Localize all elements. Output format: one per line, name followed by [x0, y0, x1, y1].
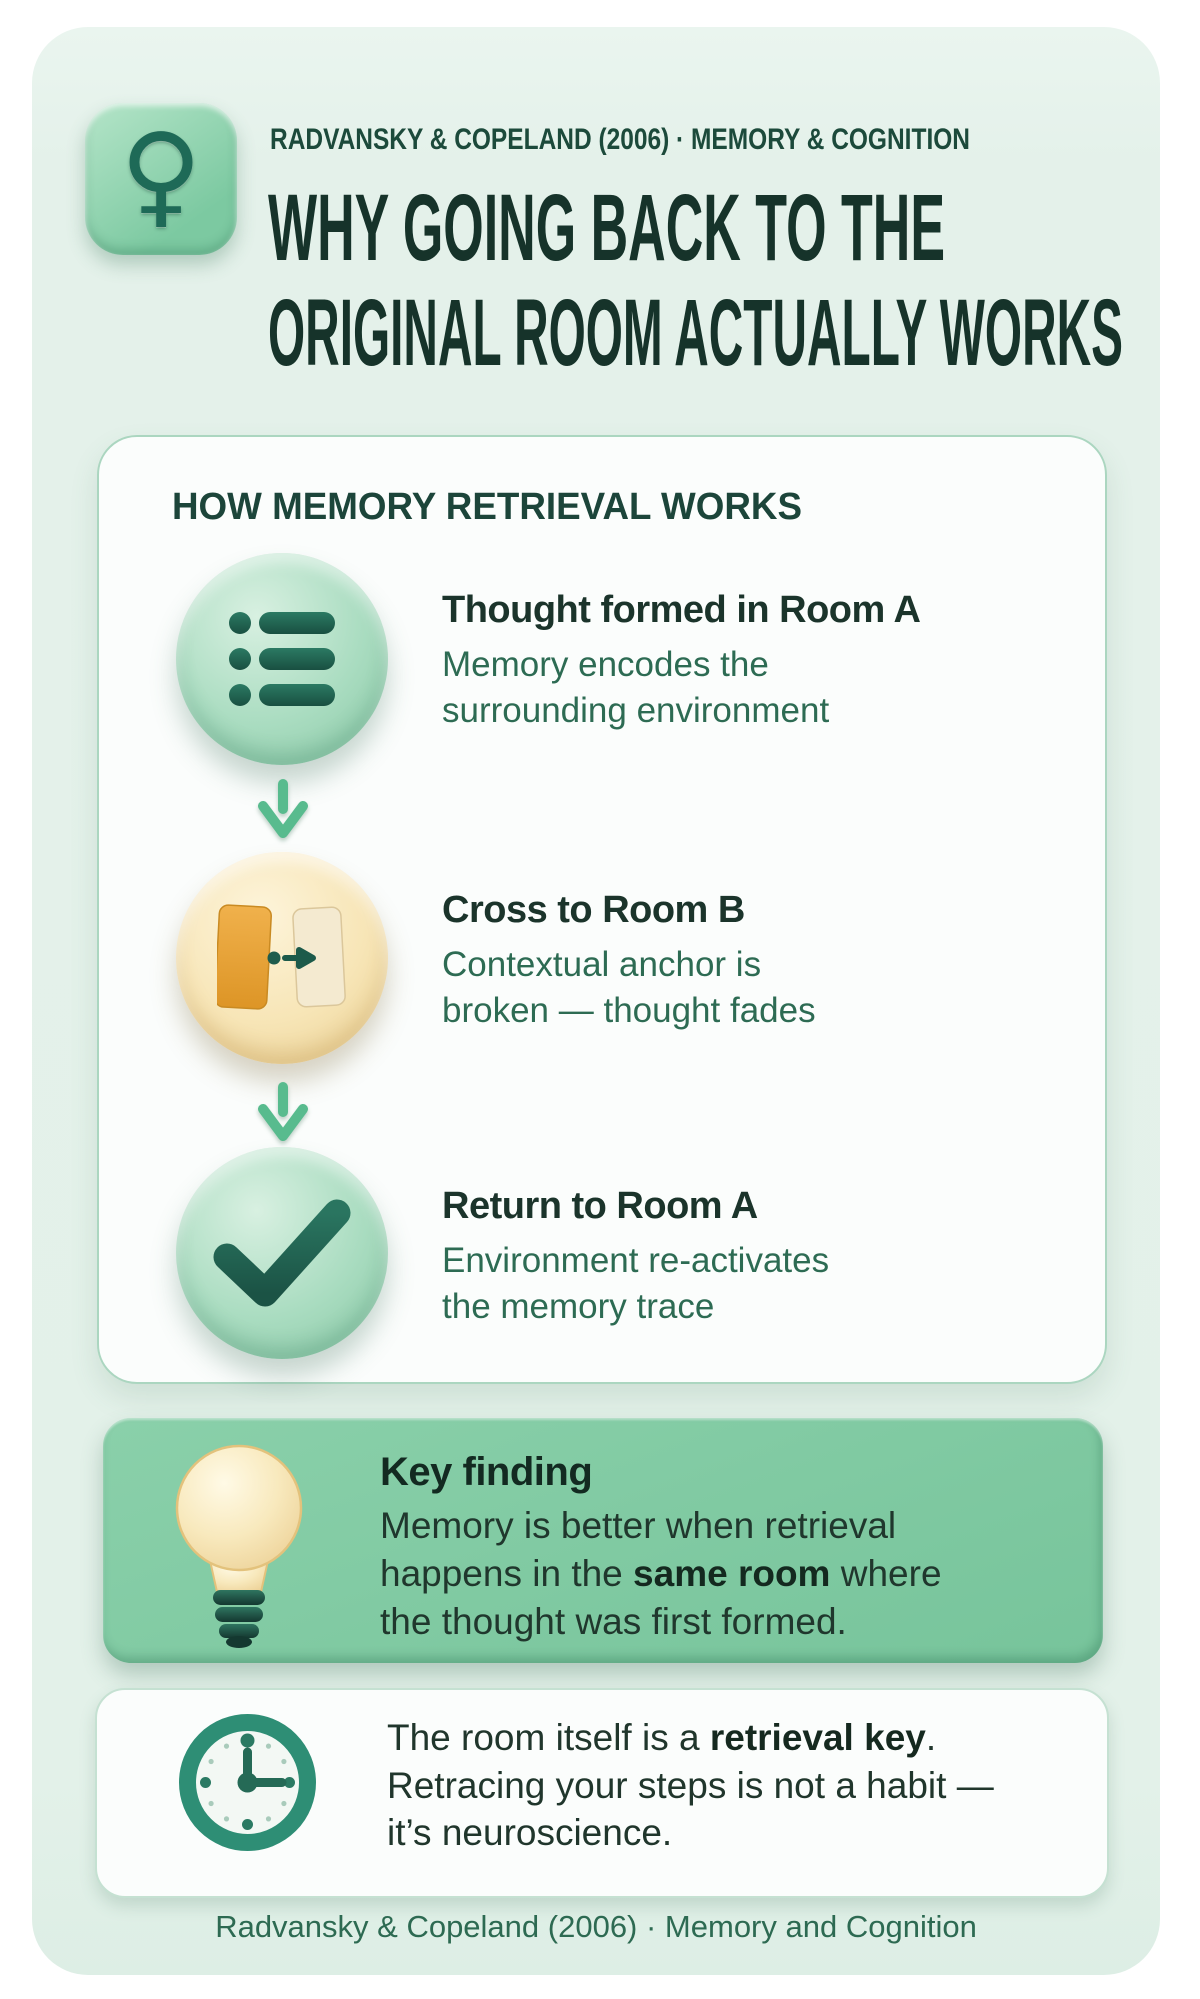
step-title: Return to Room A — [442, 1185, 758, 1227]
step-title: Thought formed in Room A — [442, 589, 921, 631]
title-line-1: WHY GOING BACK TO THE — [268, 178, 945, 281]
lightbulb-icon — [175, 1444, 303, 1648]
step-1-badge — [176, 553, 388, 765]
list-icon — [229, 612, 335, 706]
page-title: WHY GOING BACK TO THE ORIGINAL ROOM ACTU… — [268, 178, 1123, 386]
checkmark-icon — [213, 1199, 351, 1307]
note-bold: retrieval key — [709, 1717, 926, 1758]
key-finding-panel: Key finding Memory is better when retrie… — [103, 1418, 1103, 1663]
female-symbol-icon: ♀ — [85, 103, 237, 255]
female-symbol-glyph: ♀ — [119, 110, 203, 240]
key-finding-text: Key finding Memory is better when retrie… — [380, 1448, 1070, 1646]
clock-icon — [179, 1714, 316, 1851]
footer-citation: Radvansky & Copeland (2006) · Memory and… — [215, 1909, 977, 1944]
process-heading-text: HOW MEMORY RETRIEVAL WORKS — [172, 486, 802, 528]
step-description: Memory encodes the surrounding environme… — [442, 645, 830, 730]
process-heading: HOW MEMORY RETRIEVAL WORKS — [172, 486, 802, 528]
step-description: Contextual anchor is broken — thought fa… — [442, 945, 816, 1030]
step-2: Cross to Room B Contextual anchor is bro… — [442, 886, 1052, 1034]
down-arrow-icon — [258, 779, 308, 838]
key-finding-title: Key finding — [380, 1450, 593, 1494]
note-card: The room itself is a retrieval key. Retr… — [95, 1688, 1109, 1898]
header-kicker: RADVANSKY & COPELAND (2006) · MEMORY & C… — [270, 123, 970, 156]
key-finding-body: Memory is better when retrieval happens … — [380, 1505, 942, 1642]
step-2-badge — [176, 852, 388, 1064]
step-3: Return to Room A Environment re-activate… — [442, 1182, 1052, 1330]
step-title: Cross to Room B — [442, 889, 745, 931]
step-3-badge — [176, 1147, 388, 1359]
kicker-text: RADVANSKY & COPELAND (2006) · MEMORY & C… — [270, 123, 970, 156]
process-card: HOW MEMORY RETRIEVAL WORKS Thought forme… — [97, 435, 1107, 1384]
doors-icon — [217, 904, 346, 1010]
down-arrow-icon — [258, 1082, 308, 1141]
note-text: The room itself is a retrieval key. Retr… — [387, 1717, 994, 1853]
step-1: Thought formed in Room A Memory encodes … — [442, 586, 1052, 734]
title-line-2: ORIGINAL ROOM ACTUALLY WORKS — [268, 280, 1123, 386]
step-description: Environment re-activates the memory trac… — [442, 1241, 830, 1326]
key-finding-bold: same room — [633, 1553, 831, 1594]
poster-background: ♀ RADVANSKY & COPELAND (2006) · MEMORY &… — [32, 27, 1160, 1975]
